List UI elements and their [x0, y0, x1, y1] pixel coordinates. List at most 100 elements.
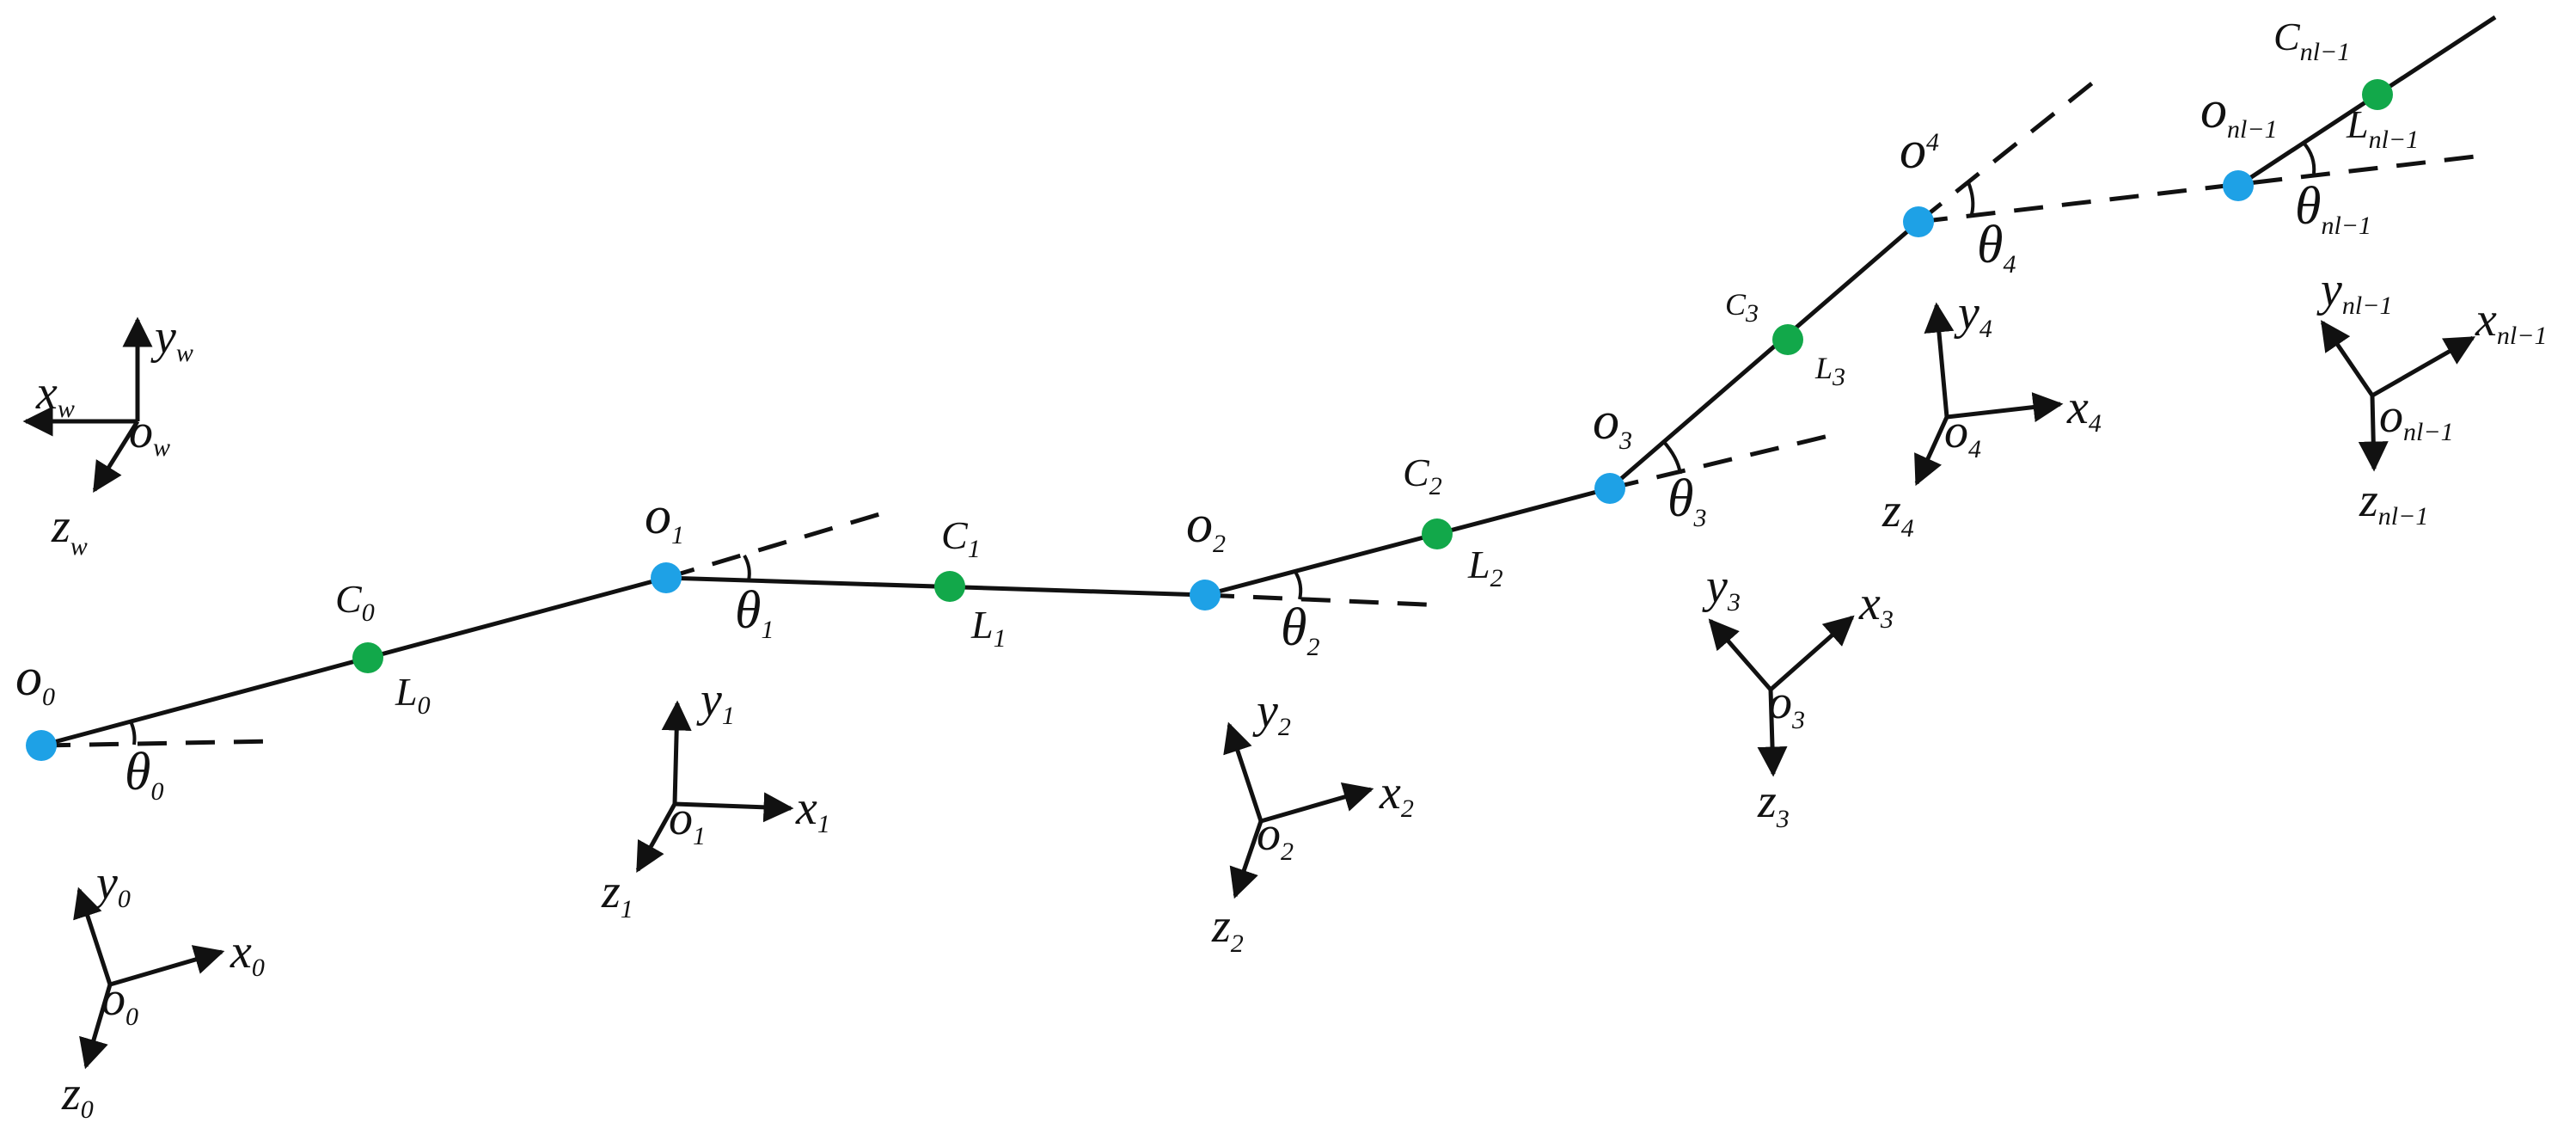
- reference-line-3: [1609, 431, 1840, 491]
- world-o-label: ow: [129, 405, 170, 462]
- framenl-o-label: onl−1: [2379, 390, 2454, 446]
- frame4-x-label: x4: [2066, 381, 2102, 438]
- frame4-y-axis: [1924, 302, 1955, 418]
- reference-line-5: [1918, 154, 2476, 224]
- frame4-x-axis: [1946, 392, 2064, 422]
- world-z-axis: [92, 420, 140, 493]
- frame1-o-label: o1: [669, 792, 706, 850]
- frame2-z-label: z2: [1211, 899, 1244, 958]
- joint-label-2: o2: [1186, 495, 1226, 558]
- frame0-z-label: z0: [61, 1067, 94, 1124]
- frame1-x-label: x1: [795, 782, 830, 838]
- joint-label-3: o3: [1593, 392, 1632, 455]
- frame2-x-axis: [1260, 782, 1374, 824]
- frame4-y-label: y4: [1954, 286, 1992, 343]
- mass-center-dot-4: [2362, 79, 2393, 110]
- joint-dot-3: [1594, 473, 1625, 504]
- mass-centers: [352, 79, 2393, 673]
- mass-center-dot-3: [1772, 324, 1803, 355]
- link-label-2: L2: [1467, 543, 1503, 592]
- joint-dot-1: [651, 562, 682, 593]
- frame3-x-label: x3: [1858, 577, 1894, 634]
- joint-dot-4: [1903, 206, 1934, 237]
- framenl-z-axis: [2358, 395, 2389, 472]
- labels: xw yw ow zw o0 o1 o2 o3 o4 onl−1 C0 C1 C…: [15, 15, 2547, 1124]
- frame3-z-axis: [1757, 689, 1788, 777]
- mass-center-dot-2: [1422, 518, 1453, 549]
- angle-label-nl: θnl−1: [2295, 177, 2371, 240]
- joint-dot-0: [26, 730, 57, 761]
- reference-line-4: [1917, 74, 2103, 224]
- reference-lines: [40, 74, 2476, 748]
- angle-arc-3: [1661, 439, 1682, 475]
- angle-arc-2: [1294, 570, 1303, 600]
- frame0-y-axis: [73, 887, 113, 985]
- com-label-nl: Cnl−1: [2273, 15, 2350, 66]
- angle-label-4: θ4: [1977, 216, 2016, 279]
- angle-label-1: θ1: [735, 581, 774, 644]
- angle-arcs: [129, 141, 2316, 745]
- joint-label-nl: onl−1: [2200, 81, 2278, 144]
- joint-label-0: o0: [15, 648, 55, 711]
- framenl-x-axis: [2371, 335, 2476, 398]
- angle-label-2: θ2: [1281, 598, 1319, 661]
- com-label-1: C1: [941, 513, 981, 563]
- framenl-z-label: znl−1: [2359, 474, 2428, 531]
- com-label-2: C2: [1403, 451, 1442, 500]
- joints: [26, 170, 2254, 761]
- mass-center-dot-0: [352, 642, 383, 673]
- joint-dot-5: [2223, 170, 2254, 201]
- frame2-z-axis: [1229, 820, 1264, 899]
- com-label-3: C3: [1725, 287, 1759, 328]
- framenl-y-label: ynl−1: [2316, 263, 2392, 320]
- link-label-1: L1: [970, 603, 1007, 653]
- framenl-x-label: xnl−1: [2475, 293, 2547, 350]
- joint-label-4: o4: [1900, 121, 1939, 180]
- world-y-label: yw: [150, 310, 193, 367]
- reference-line-2: [1204, 592, 1445, 608]
- angle-arc-0: [129, 721, 137, 745]
- links: [40, 15, 2497, 748]
- frame1-x-axis: [674, 792, 794, 823]
- frame2-x-label: x2: [1379, 766, 1414, 823]
- com-label-0: C0: [335, 577, 375, 627]
- frame1-y-label: y1: [696, 673, 735, 730]
- frame0-y-label: y0: [92, 856, 131, 913]
- frame3-y-label: y3: [1702, 560, 1741, 617]
- angle-label-0: θ0: [125, 743, 163, 806]
- frame3-y-axis: [1708, 618, 1772, 691]
- frame4-z-label: z4: [1882, 484, 1914, 543]
- frame0-x-label: x0: [229, 925, 265, 982]
- frame0-o-label: o0: [101, 972, 138, 1031]
- angle-arc-4: [1967, 181, 1975, 215]
- angle-arc-1: [743, 555, 751, 581]
- mass-center-dot-1: [934, 571, 965, 602]
- angle-arc-5: [2302, 141, 2316, 175]
- frame1-y-axis: [661, 700, 692, 805]
- frame2-y-label: y2: [1252, 684, 1291, 741]
- joint-dot-2: [1190, 580, 1221, 610]
- frame4-o-label: o4: [1944, 405, 1981, 463]
- link-label-3: L3: [1814, 351, 1845, 391]
- reference-line-0: [40, 739, 276, 748]
- frame3-x-axis: [1769, 615, 1855, 691]
- frame1-z-label: z1: [601, 865, 633, 923]
- frame3-o-label: o3: [1768, 676, 1805, 734]
- world-z-label: zw: [51, 500, 88, 561]
- frame2-o-label: o2: [1257, 807, 1294, 866]
- frame1-z-axis: [635, 802, 677, 874]
- world-x-label: xw: [35, 366, 75, 423]
- reference-line-1: [665, 507, 895, 580]
- framenl-y-axis: [2320, 320, 2375, 397]
- frame-axes: [22, 302, 2476, 1070]
- link-label-0: L0: [395, 670, 431, 720]
- frame2-y-axis: [1223, 721, 1264, 822]
- frame4-z-axis: [1914, 415, 1949, 487]
- link-label-nl: Lnl−1: [2346, 102, 2419, 154]
- angle-label-3: θ3: [1667, 469, 1706, 532]
- frame0-x-axis: [109, 945, 225, 987]
- frame3-z-label: z3: [1757, 775, 1790, 833]
- joint-label-1: o1: [645, 487, 684, 549]
- frame0-z-axis: [79, 984, 113, 1070]
